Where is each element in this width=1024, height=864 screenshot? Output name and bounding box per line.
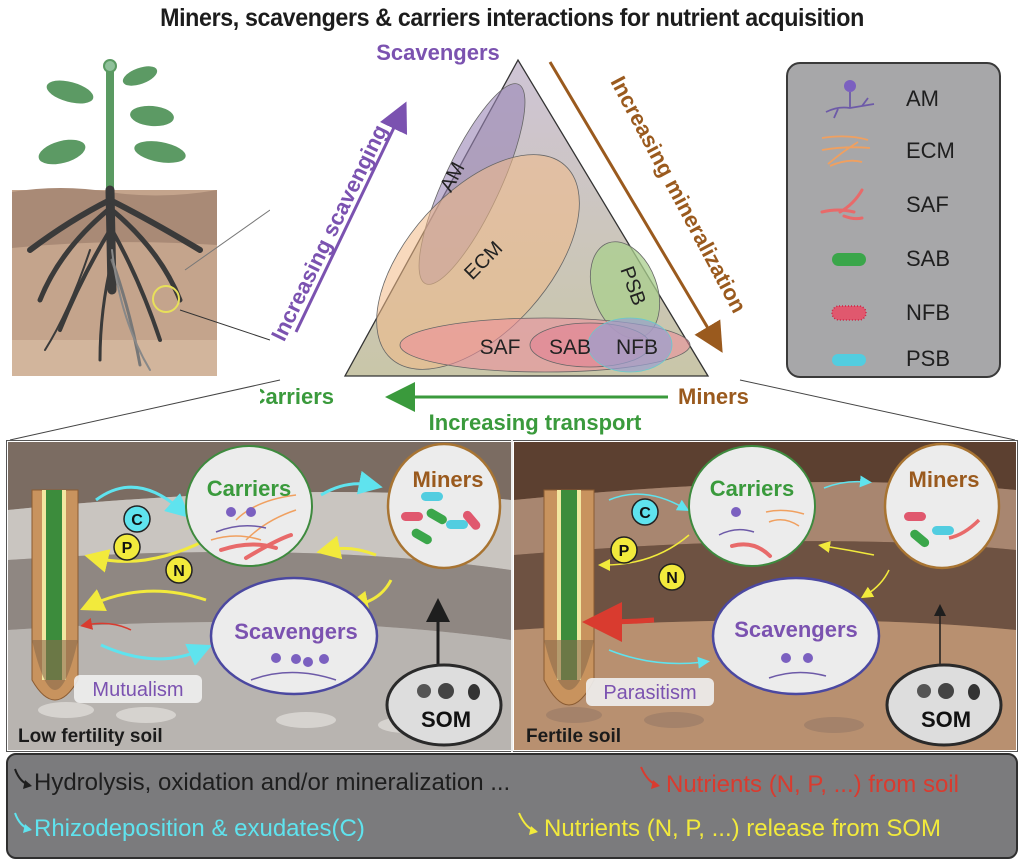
carriers-circle <box>185 445 313 567</box>
legend-label-ecm: ECM <box>906 138 955 163</box>
interaction-label-parasitism: Parasitism <box>603 682 696 704</box>
nutrient-som-arrow <box>860 569 890 599</box>
nutrient-soil-arrow <box>80 617 132 631</box>
som-circle <box>885 663 1003 747</box>
carbon-arrow <box>100 643 212 666</box>
root-tip-illustration <box>543 489 595 706</box>
carbon-arrow <box>608 649 710 669</box>
scavengers-label: Scavengers <box>734 617 858 642</box>
nutrient-badge-n: N <box>165 556 193 584</box>
legend-label-am: AM <box>906 86 939 111</box>
miners-circle <box>883 442 1001 570</box>
ecm-hypha-icon <box>821 135 871 167</box>
nutrient-badge-c: C <box>123 505 151 533</box>
nutrient-badge-n: N <box>658 563 686 591</box>
axis-label-transport: Increasing transport <box>429 410 642 435</box>
legend-item-nfb: NFB <box>788 288 999 338</box>
nutrient-som-arrow <box>598 534 690 571</box>
scavengers-circle <box>711 576 881 696</box>
legend-label-sab: SAB <box>906 246 951 271</box>
nutrient-soil-arrow <box>582 601 655 642</box>
interaction-label-mutualism: Mutualism <box>92 679 183 701</box>
scavengers-label: Scavengers <box>234 619 358 644</box>
carriers-label: Carriers <box>710 476 794 501</box>
figure-title: Miners, scavengers & carriers interactio… <box>160 4 864 32</box>
zoom-guide-line <box>179 309 270 341</box>
nutrient-som-arrow <box>80 589 207 611</box>
carbon-arrow-icon <box>14 812 32 833</box>
root-tip-illustration <box>31 489 79 701</box>
region-nfb <box>587 317 673 373</box>
legend-label-psb: PSB <box>906 346 951 371</box>
carbon-arrow <box>608 493 690 511</box>
carriers-label: Carriers <box>207 476 291 501</box>
psb-bacterium-icon <box>832 354 866 366</box>
key-hydrolysis: Hydrolysis, oxidation and/or mineralizat… <box>34 769 511 796</box>
legend-item-saf: SAF <box>788 180 999 230</box>
nutrient-som-arrow <box>316 535 377 560</box>
legend-item-psb: PSB <box>788 334 999 384</box>
zoom-guide-line <box>184 209 270 271</box>
key-soil-nutrients: Nutrients (N, P, ...) from soil <box>666 771 959 798</box>
arrow-key-box: Hydrolysis, oxidation and/or mineralizat… <box>6 753 1018 859</box>
soil-label-fertile: Fertile soil <box>526 726 621 747</box>
zoom-guides <box>9 379 1016 441</box>
soil-panels: C P N Carriers Miners Scavengers SOM Mut… <box>6 440 1018 752</box>
svg-text:P: P <box>122 540 133 557</box>
legend-box: AM ECM SAF SAB NFB PSB <box>786 62 1001 378</box>
miners-label: Miners <box>413 467 484 492</box>
plant-shoot <box>38 59 186 192</box>
nutrient-soil-arrow-icon <box>640 766 660 789</box>
legend-label-nfb: NFB <box>906 300 950 325</box>
scavenging-arrow <box>294 101 408 333</box>
saf-hypha-icon <box>820 188 864 221</box>
svg-text:N: N <box>173 563 185 580</box>
nutrient-badge-c: C <box>631 498 659 526</box>
svg-text:N: N <box>666 570 678 587</box>
som-label: SOM <box>421 707 471 732</box>
scavengers-circle <box>209 576 379 696</box>
zoom-focus-circle <box>152 285 180 313</box>
functional-triangle: AM ECM PSB SAF SAB NFB Scavengers Carrie… <box>260 40 752 435</box>
region-ecm <box>376 154 580 370</box>
plant-illustration <box>12 59 270 376</box>
hydrolysis-arrow-icon <box>14 768 32 789</box>
sab-bacterium-icon <box>832 253 866 266</box>
som-circle <box>385 663 503 747</box>
legend-label-saf: SAF <box>906 192 949 217</box>
key-rhizodeposition: Rhizodeposition & exudates(C) <box>34 815 365 842</box>
mineralization-arrow <box>548 61 723 353</box>
am-hypha-icon <box>825 80 875 119</box>
miners-circle <box>386 442 502 570</box>
carbon-arrow <box>320 470 383 497</box>
nutrient-som-arrow-icon <box>518 812 538 835</box>
svg-text:P: P <box>619 543 630 560</box>
nutrient-som-arrow <box>818 541 875 556</box>
soil-label-low-fertility: Low fertility soil <box>18 726 163 747</box>
carriers-circle <box>688 445 816 567</box>
carbon-arrow <box>95 485 190 518</box>
nutrient-som-arrow <box>84 538 207 573</box>
region-label-sab: SAB <box>549 336 591 359</box>
key-som-nutrients: Nutrients (N, P, ...) release from SOM <box>544 815 941 842</box>
som-label: SOM <box>921 707 971 732</box>
apex-label-scavengers: Scavengers <box>376 40 500 65</box>
carbon-arrow <box>823 475 872 489</box>
svg-text:C: C <box>639 505 651 522</box>
miners-label: Miners <box>909 467 980 492</box>
region-label-nfb: NFB <box>616 336 658 359</box>
legend-item-sab: SAB <box>788 234 999 284</box>
panel-low-fertility: C P N Carriers Miners Scavengers SOM Mut… <box>8 442 511 750</box>
legend-item-am: AM <box>788 74 999 124</box>
panel-fertile: C P N Carriers Miners Scavengers SOM Par… <box>514 442 1016 750</box>
nutrient-badge-p: P <box>610 536 638 564</box>
apex-label-carriers: Carriers <box>260 384 334 409</box>
region-label-saf: SAF <box>480 336 521 359</box>
legend-item-ecm: ECM <box>788 126 999 176</box>
svg-text:C: C <box>131 512 143 529</box>
nfb-bacterium-icon <box>831 305 867 321</box>
axis-label-scavenging: Increasing scavenging <box>266 121 392 345</box>
nutrient-badge-p: P <box>113 533 141 561</box>
apex-label-miners: Miners <box>678 384 749 409</box>
